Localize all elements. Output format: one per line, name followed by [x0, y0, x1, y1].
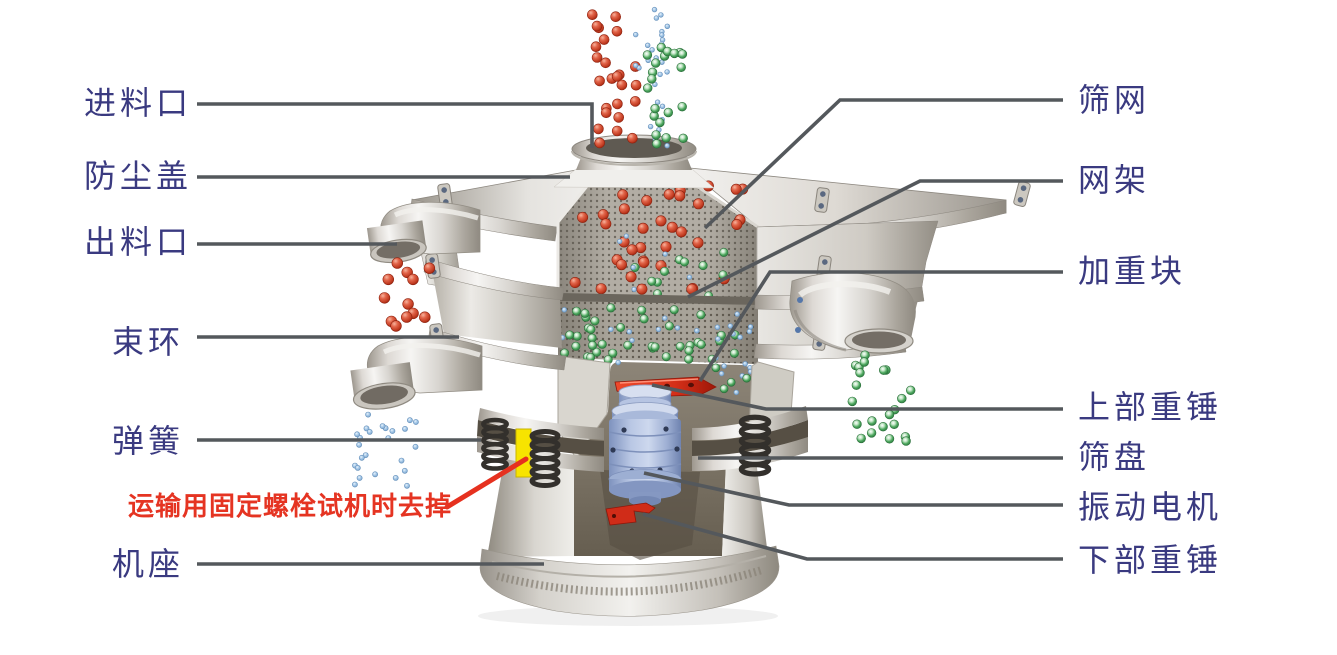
leader-vibration-motor — [643, 471, 1063, 507]
label-discharge-outlet: 出料口 — [84, 224, 193, 260]
label-sieve-pan: 筛盘 — [1078, 439, 1151, 475]
transport-fixing-bolt — [515, 428, 532, 478]
base-skirt — [478, 545, 780, 626]
label-screen-mesh: 筛网 — [1078, 82, 1151, 118]
spring-right — [741, 417, 768, 474]
label-machine-base: 机座 — [112, 546, 185, 582]
label-clamp-ring: 束环 — [112, 324, 185, 360]
right-spout — [789, 272, 916, 354]
inlet-particle-streams — [586, 9, 623, 149]
label-vibration-motor: 振动电机 — [1078, 489, 1223, 525]
leader-feed-inlet — [197, 102, 594, 148]
screen-mesh-lower — [558, 301, 758, 364]
label-upper-weight: 上部重锤 — [1078, 389, 1223, 425]
label-weight-block: 加重块 — [1078, 253, 1187, 289]
lower-left-spout — [350, 336, 483, 410]
label-lower-weight: 下部重锤 — [1078, 542, 1223, 578]
leader-mesh-frame — [687, 179, 1063, 299]
spring-mid-left — [532, 432, 558, 486]
warning-pointer-line — [444, 456, 529, 510]
leader-screen-mesh — [703, 98, 1063, 230]
green-outlet-particles — [847, 350, 916, 446]
machine-base-shape — [487, 452, 768, 557]
leader-lines — [197, 98, 1063, 566]
vibration-motor-shape — [608, 384, 682, 506]
blue-outlet-particles — [351, 411, 419, 489]
lower-weight-shape — [605, 502, 656, 526]
label-dust-cover: 防尘盖 — [84, 158, 193, 194]
red-outlet-particles — [378, 257, 436, 332]
spring-left — [483, 420, 506, 469]
screen-mesh-upper — [556, 174, 760, 302]
label-transport-bolt-note: 运输用固定螺栓试机时去掉 — [128, 492, 453, 521]
label-spring: 弹簧 — [112, 423, 185, 459]
label-feed-inlet: 进料口 — [84, 85, 193, 121]
leader-upper-weight — [651, 383, 1063, 411]
leader-lower-weight — [642, 512, 1063, 561]
leader-weight-block — [698, 270, 1063, 382]
label-mesh-frame: 网架 — [1078, 162, 1151, 198]
